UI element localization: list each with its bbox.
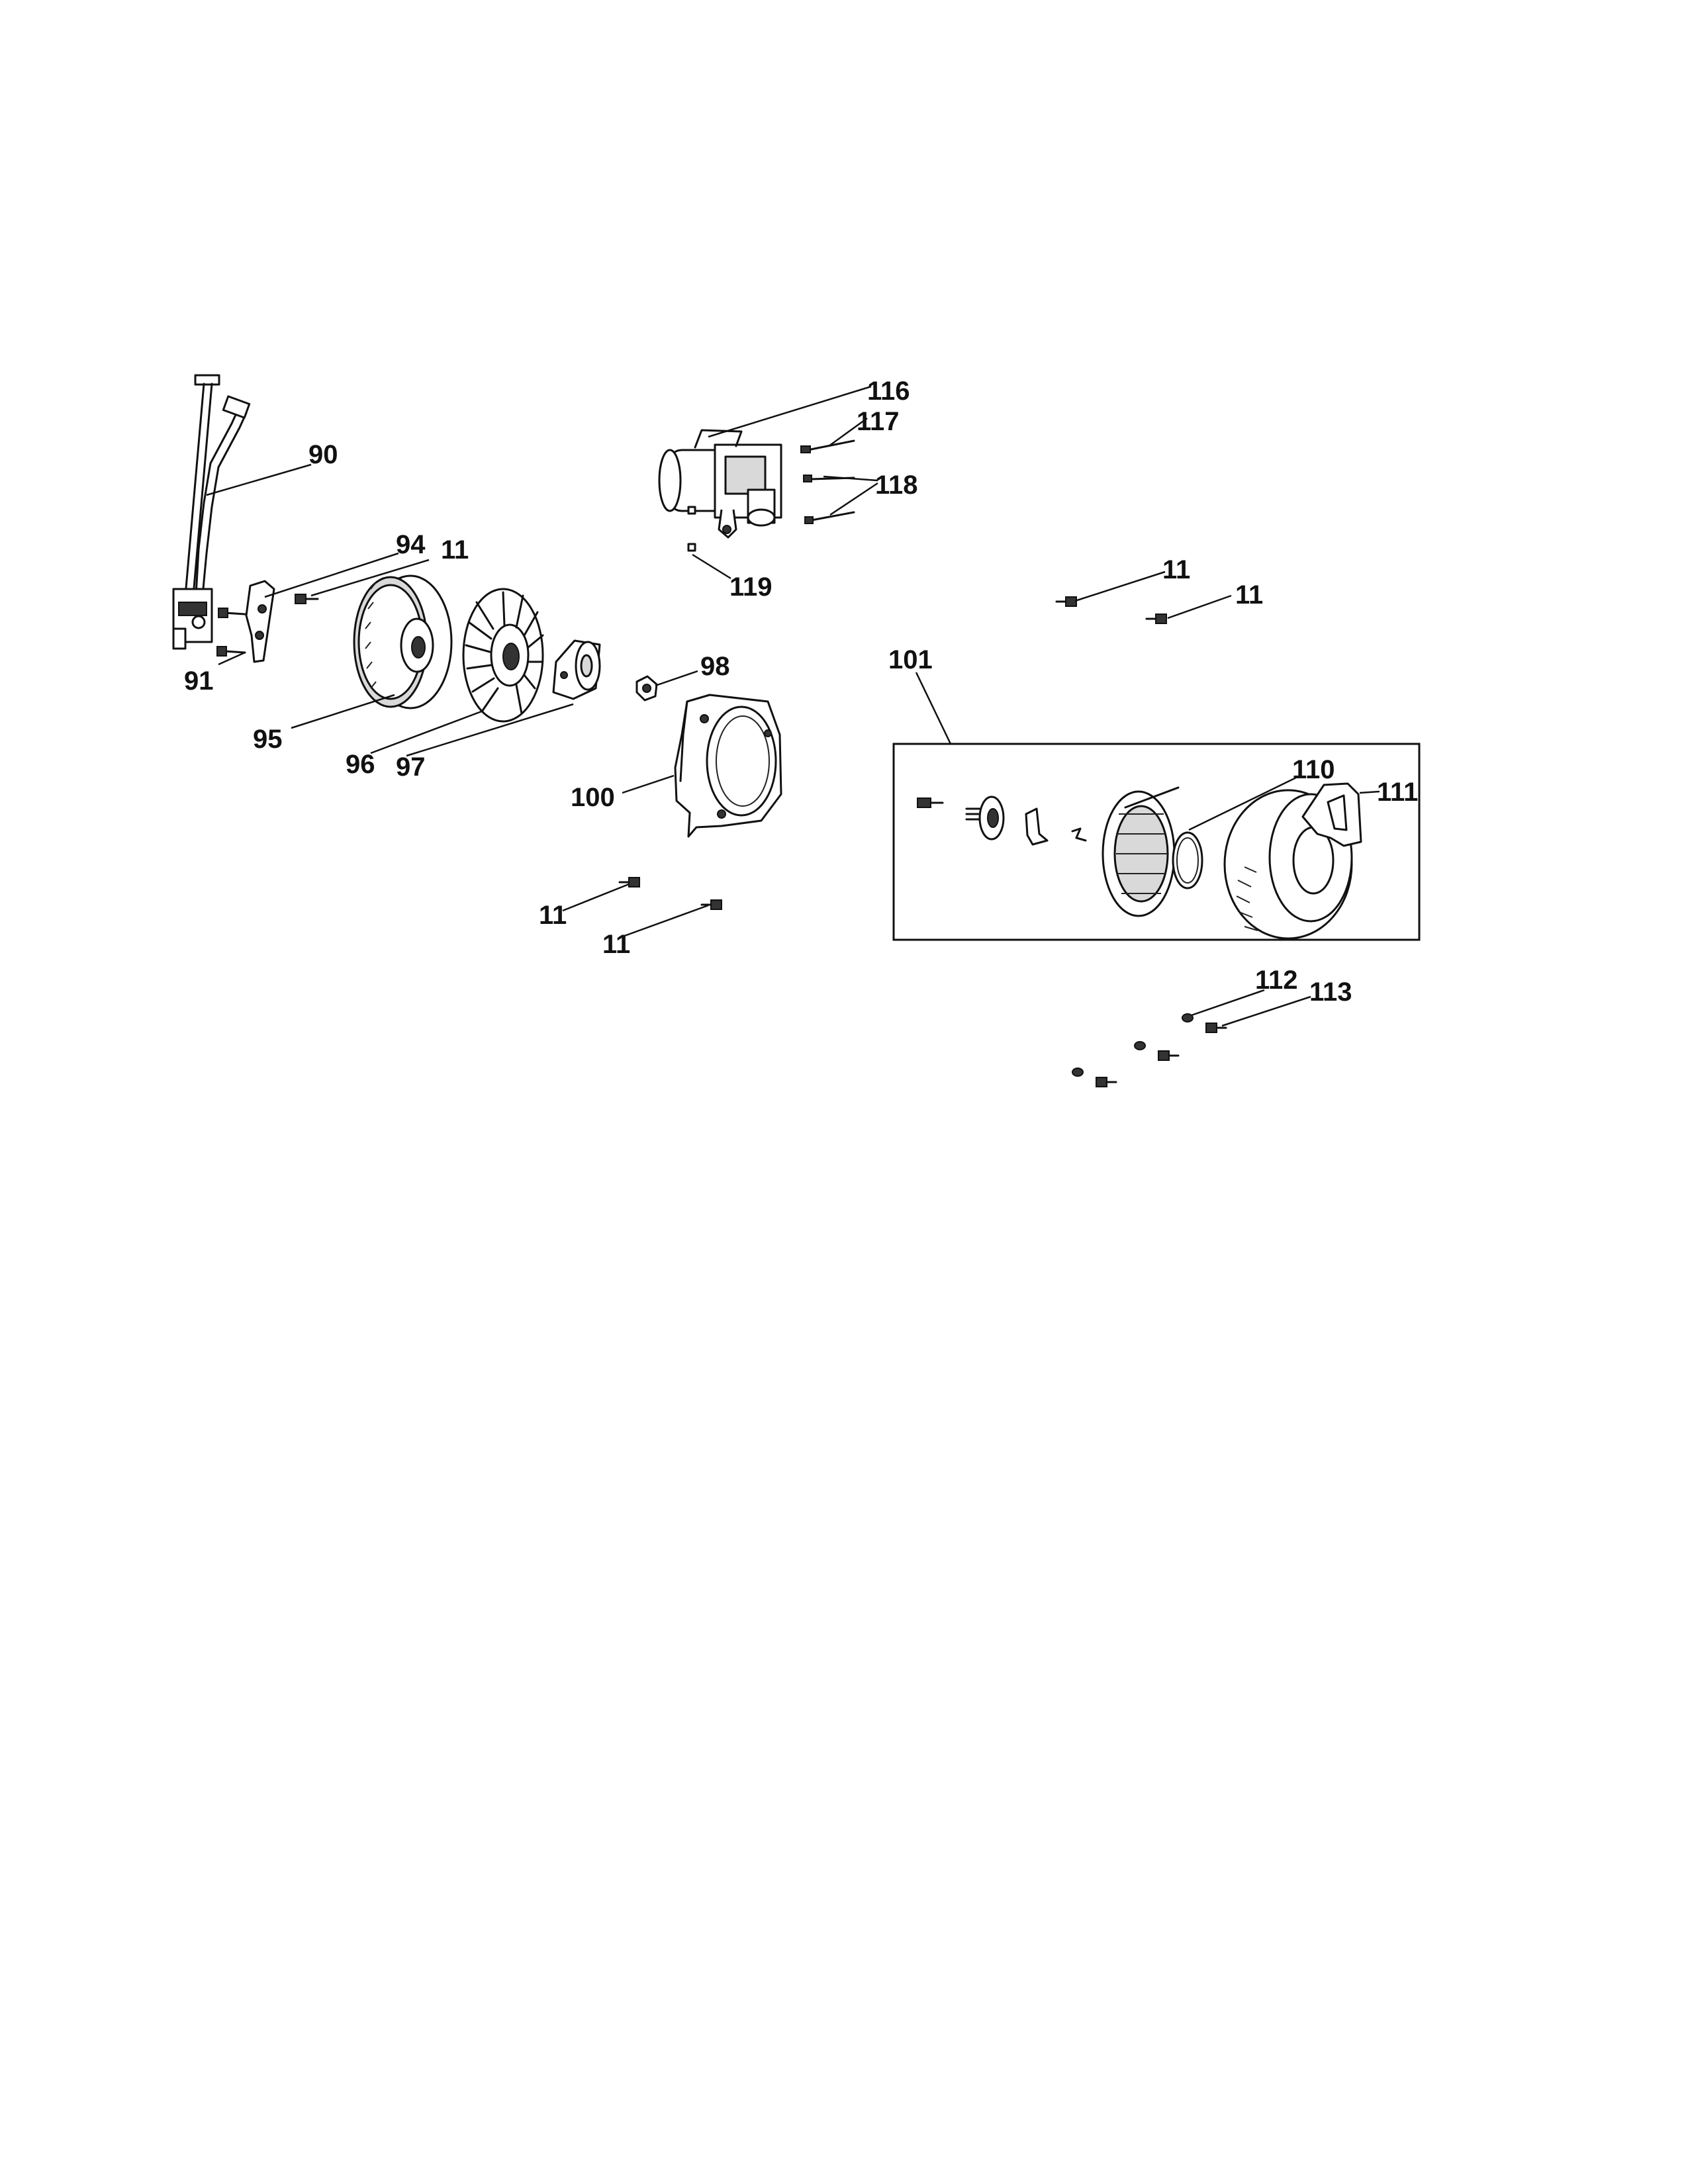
part-98-nut <box>635 675 658 702</box>
callout-91: 91 <box>184 666 214 696</box>
callout-113: 113 <box>1309 978 1352 1007</box>
callout-116: 116 <box>867 377 910 406</box>
part-90-rod-assembly <box>172 374 251 650</box>
part-11-bolts-upper-right <box>1055 596 1167 624</box>
callout-97: 97 <box>396 752 426 782</box>
callout-101: 101 <box>888 645 933 674</box>
callout-95: 95 <box>253 725 283 754</box>
part-91-94-governor-arm <box>216 580 319 663</box>
callout-111: 111 <box>1377 778 1418 807</box>
callout-118: 118 <box>875 471 918 500</box>
callout-112: 112 <box>1255 966 1298 995</box>
callout-98: 98 <box>700 652 730 681</box>
callout-90: 90 <box>308 440 338 469</box>
part-101-recoil-starter-assembly <box>892 743 1421 941</box>
callout-11-a: 11 <box>441 535 469 565</box>
leader-lines <box>206 385 1380 1027</box>
callout-110: 110 <box>1292 755 1335 784</box>
callout-labels: 90 91 94 11 95 96 97 98 100 11 11 116 11… <box>184 377 1418 1007</box>
callout-100: 100 <box>571 783 615 812</box>
part-112-113-fasteners <box>1072 1013 1227 1087</box>
part-11-bolts-lower <box>618 877 722 910</box>
callout-11-e: 11 <box>1235 580 1263 610</box>
callout-96: 96 <box>346 750 375 779</box>
part-95-flywheel <box>353 574 453 709</box>
callout-11-b: 11 <box>539 901 567 930</box>
part-97-starter-cup <box>552 639 601 700</box>
callout-11-d: 11 <box>1162 555 1190 584</box>
callout-94: 94 <box>396 530 426 559</box>
callout-11-c: 11 <box>602 930 630 959</box>
part-100-blower-housing <box>674 694 782 838</box>
part-96-cooling-fan <box>462 588 544 723</box>
part-116-starter-motor <box>658 429 782 539</box>
callout-119: 119 <box>729 572 773 602</box>
callout-117: 117 <box>857 407 900 436</box>
